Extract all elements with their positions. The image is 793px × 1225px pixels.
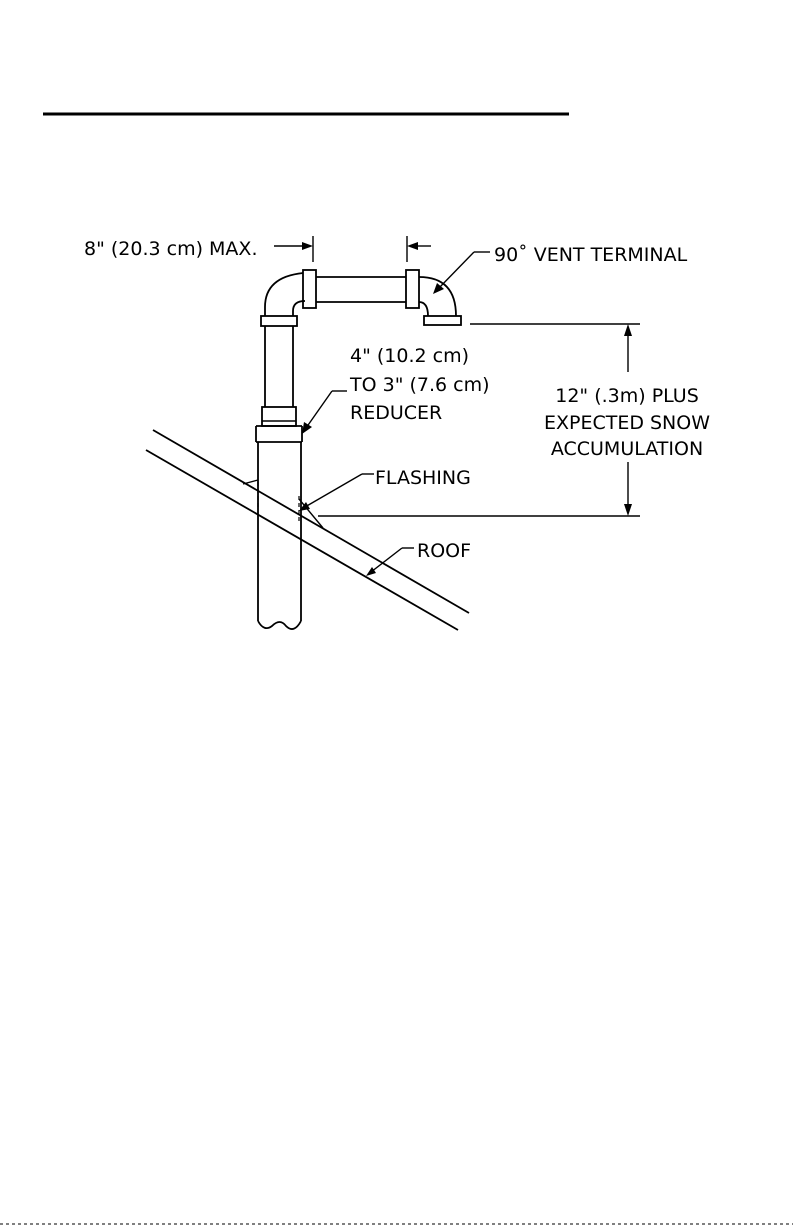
reducer-fitting — [256, 407, 302, 442]
clearance-label-line3: ACCUMULATION — [551, 438, 703, 460]
vent-terminal-leader — [433, 252, 490, 294]
vent-terminal-label: 90˚ VENT TERMINAL — [494, 244, 688, 266]
roof-label: ROOF — [417, 540, 471, 562]
roof — [146, 430, 469, 630]
vent-pipe-3in — [265, 326, 293, 407]
elbow-left — [265, 273, 305, 316]
reducer-leader — [302, 391, 347, 434]
clearance-label-line2: EXPECTED SNOW — [544, 412, 710, 434]
reducer-label-line2: TO 3" (7.6 cm) — [349, 374, 490, 396]
max-distance-dimension — [274, 236, 431, 262]
reducer-label-line1: 4" (10.2 cm) — [350, 345, 469, 367]
flashing-label: FLASHING — [375, 467, 471, 489]
reducer-label-line3: REDUCER — [350, 402, 442, 424]
elbow-collar-lower — [261, 316, 297, 326]
horizontal-pipe — [303, 270, 419, 308]
roof-leader — [366, 548, 414, 576]
max-distance-label: 8" (20.3 cm) MAX. — [84, 238, 257, 260]
clearance-label-line1: 12" (.3m) PLUS — [555, 385, 699, 407]
flashing-leader — [299, 474, 374, 511]
vent-terminal-elbow — [419, 277, 461, 325]
